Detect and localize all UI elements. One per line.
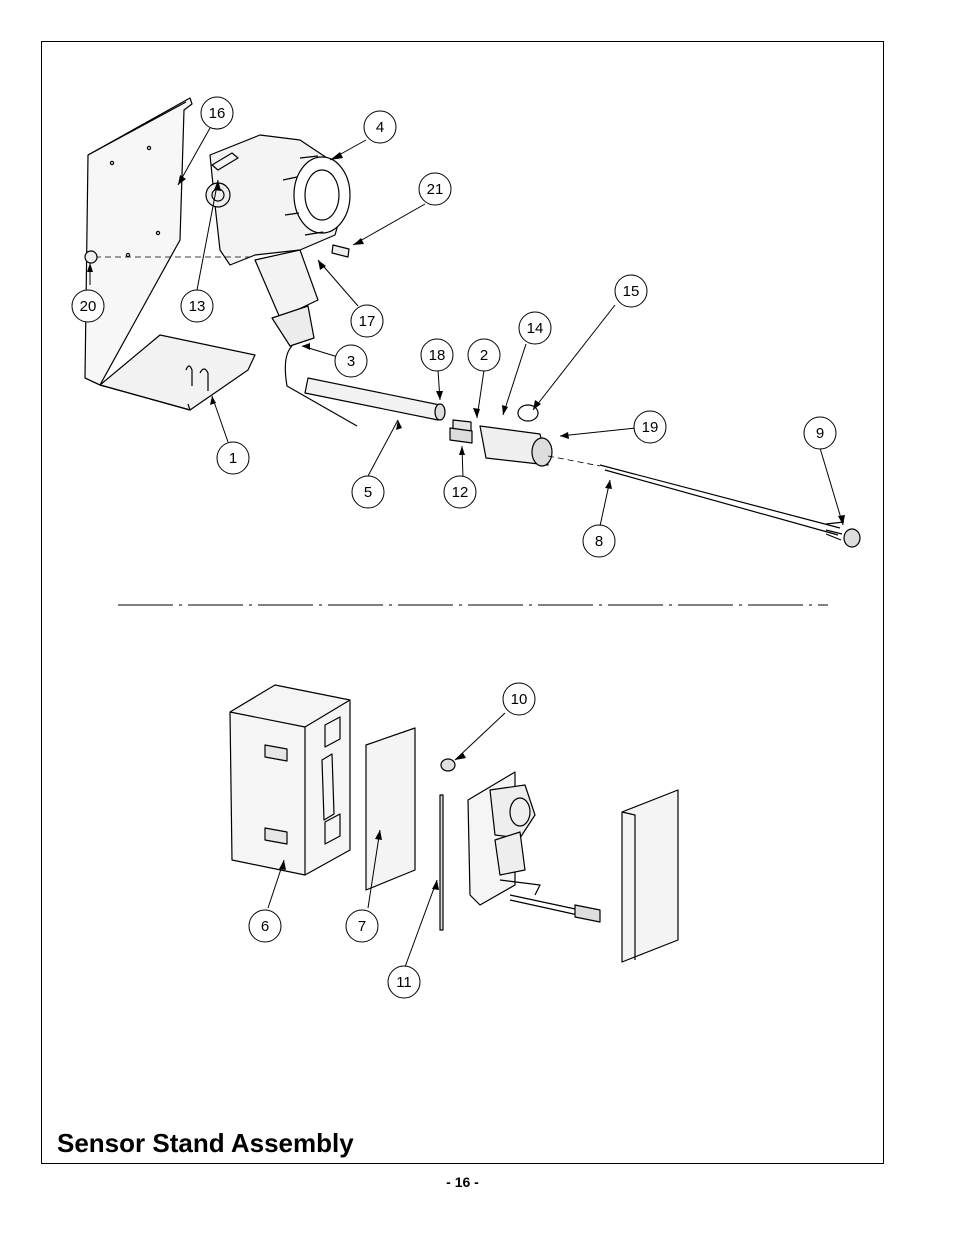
sensor-fittings: [449, 404, 553, 467]
callout-21: 21: [418, 172, 452, 206]
callout-circle: [363, 110, 397, 144]
callout-circle: [350, 304, 384, 338]
nut-20: [84, 250, 98, 264]
callout-label: 1: [229, 450, 237, 467]
callout-label: 18: [429, 347, 446, 364]
callout-circle: [387, 965, 421, 999]
callout-2: 2: [467, 338, 501, 372]
diagram-frame: [41, 41, 884, 1164]
callout-label: 15: [623, 283, 640, 300]
screw-21: [331, 244, 350, 258]
callout-circle: [443, 475, 477, 509]
leader-lines: [89, 127, 844, 968]
callout-circle: [334, 344, 368, 378]
callout-19: 19: [633, 410, 667, 444]
callout-label: 16: [209, 105, 226, 122]
callout-10: 10: [502, 682, 536, 716]
callout-label: 6: [261, 918, 269, 935]
callout-12: 12: [443, 475, 477, 509]
callout-circle: [351, 475, 385, 509]
callout-9: 9: [803, 416, 837, 450]
callout-3: 3: [334, 344, 368, 378]
enclosure-box: [229, 684, 351, 876]
callout-18: 18: [420, 338, 454, 372]
transmitter-housing: [205, 134, 351, 266]
callout-label: 12: [452, 484, 469, 501]
callout-circle: [502, 682, 536, 716]
callout-circle: [248, 909, 282, 943]
callout-1: 1: [216, 441, 250, 475]
foam-insert-left: [365, 727, 416, 891]
callout-label: 7: [358, 918, 366, 935]
callout-17: 17: [350, 304, 384, 338]
callout-label: 21: [427, 181, 444, 198]
conduit-tube: [304, 377, 446, 421]
callout-6: 6: [248, 909, 282, 943]
callout-label: 20: [80, 298, 97, 315]
callout-circle: [518, 311, 552, 345]
callout-circle: [200, 96, 234, 130]
callout-label: 4: [376, 119, 384, 136]
callout-circle: [614, 274, 648, 308]
gasket-strip: [439, 794, 444, 931]
mini-sensor-assembly: [467, 771, 601, 923]
callout-4: 4: [363, 110, 397, 144]
callout-20: 20: [71, 289, 105, 323]
foam-insert-right: [621, 789, 679, 963]
stand-plate: [84, 97, 256, 411]
callout-label: 13: [189, 298, 206, 315]
callout-circle: [345, 909, 379, 943]
grommet-10: [440, 758, 456, 772]
callout-label: 9: [816, 425, 824, 442]
callout-circle: [71, 289, 105, 323]
callout-label: 14: [527, 320, 544, 337]
callout-circle: [216, 441, 250, 475]
callout-circle: [467, 338, 501, 372]
sensor-body: [254, 249, 358, 427]
callout-circle: [420, 338, 454, 372]
callout-label: 8: [595, 533, 603, 550]
callout-circle: [180, 289, 214, 323]
callout-circle: [803, 416, 837, 450]
callout-16: 16: [200, 96, 234, 130]
callout-label: 2: [480, 347, 488, 364]
leader-arrowheads: [87, 152, 845, 890]
callout-7: 7: [345, 909, 379, 943]
page-number: - 16 -: [446, 1174, 479, 1190]
callout-circle: [418, 172, 452, 206]
callout-circle: [582, 524, 616, 558]
callout-11: 11: [387, 965, 421, 999]
callout-13: 13: [180, 289, 214, 323]
page-title: Sensor Stand Assembly: [57, 1128, 354, 1158]
callout-label: 10: [511, 691, 528, 708]
callout-label: 17: [359, 313, 376, 330]
callout-15: 15: [614, 274, 648, 308]
callout-label: 5: [364, 484, 372, 501]
sensor-cable: [599, 464, 861, 548]
center-lines: [95, 256, 601, 467]
callout-14: 14: [518, 311, 552, 345]
callout-label: 3: [347, 353, 355, 370]
callout-8: 8: [582, 524, 616, 558]
callout-label: 11: [396, 974, 412, 991]
callout-5: 5: [351, 475, 385, 509]
callout-label: 19: [642, 419, 659, 436]
callout-circle: [633, 410, 667, 444]
